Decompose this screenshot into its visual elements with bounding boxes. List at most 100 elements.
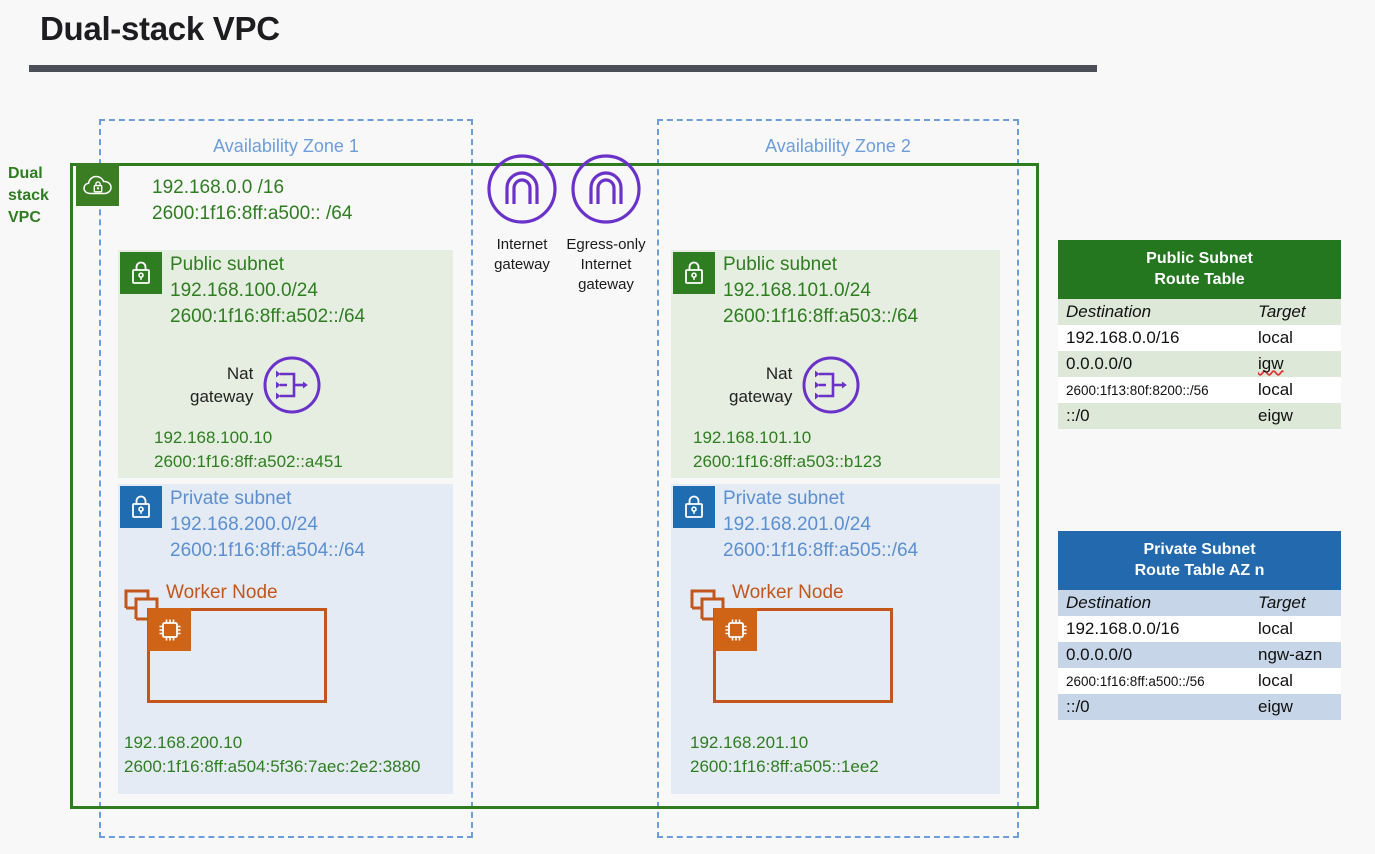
public-subnet-az2: Public subnet 192.168.101.0/24 2600:1f16… [671, 250, 1000, 478]
nat-gateway-az2-ipv4: 192.168.101.10 [693, 428, 812, 447]
worker-node-az1-addresses: 192.168.200.10 2600:1f16:8ff:a504:5f36:7… [124, 731, 453, 779]
vpc-cidr-ipv6: 2600:1f16:8ff:a500:: /64 [152, 203, 353, 224]
public-subnet-az1: Public subnet 192.168.100.0/24 2600:1f16… [118, 250, 453, 478]
public-subnet-az1-cidr-ipv4: 192.168.100.0/24 [170, 280, 318, 301]
private-route-table-caption: Private Subnet Route Table AZ n [1058, 531, 1341, 590]
private-subnet-az1-title: Private subnet [170, 488, 292, 509]
worker-node-cpu-icon [148, 608, 191, 651]
egress-only-internet-gateway-caption: Egress-only Internet gateway [561, 235, 651, 295]
vpc-cidr-block: 192.168.0.0 /16 2600:1f16:8ff:a500:: /64 [152, 175, 352, 227]
table-row: ::/0 eigw [1058, 403, 1341, 429]
private-subnet-az1-cidr-ipv6: 2600:1f16:8ff:a504::/64 [170, 540, 366, 561]
worker-node-cpu-icon [714, 608, 757, 651]
private-subnet-az1-cidr-ipv4: 192.168.200.0/24 [170, 514, 318, 535]
public-route-destination: ::/0 [1058, 403, 1250, 429]
vpc-cloud-lock-icon [76, 163, 119, 206]
nat-gateway-az2-label: Nat gateway [729, 362, 792, 408]
eigw-caption-line3: gateway [578, 276, 634, 293]
page-title: Dual-stack VPC [40, 10, 280, 47]
private-route-target: local [1250, 668, 1341, 694]
eigw-caption-line2: Internet [580, 256, 632, 273]
table-row: 2600:1f13:80f:8200::/56 local [1058, 377, 1341, 403]
private-subnet-az2-cidr-ipv6: 2600:1f16:8ff:a505::/64 [723, 540, 919, 561]
private-route-table-header-row: Destination Target [1058, 590, 1341, 616]
nat-gateway-az1-label-line2: gateway [190, 387, 254, 406]
internet-gateway-group[interactable]: Internet gateway [482, 152, 562, 275]
vpc-boundary [70, 163, 1039, 809]
public-route-target: local [1250, 325, 1341, 351]
worker-node-az2-addresses: 192.168.201.10 2600:1f16:8ff:a505::1ee2 [690, 731, 1000, 779]
worker-node-az1-ipv4: 192.168.200.10 [124, 733, 243, 752]
private-subnet-route-table: Private Subnet Route Table AZ n Destinat… [1058, 531, 1341, 720]
nat-gateway-icon[interactable] [261, 354, 323, 416]
internet-gateway-caption: Internet gateway [482, 235, 562, 275]
public-route-table-header-row: Destination Target [1058, 299, 1341, 325]
private-route-destination: 2600:1f16:8ff:a500::/56 [1058, 668, 1250, 694]
nat-gateway-az1-label-line1: Nat [226, 364, 254, 383]
vpc-cidr-ipv4: 192.168.0.0 /16 [152, 177, 285, 198]
worker-node-az2-ipv4: 192.168.201.10 [690, 733, 809, 752]
private-route-destination: ::/0 [1058, 694, 1250, 720]
public-route-target: local [1250, 377, 1341, 403]
private-subnet-az2: Private subnet 192.168.201.0/24 2600:1f1… [671, 484, 1000, 794]
nat-gateway-icon[interactable] [800, 354, 862, 416]
public-route-table-caption-line1: Public Subnet [1146, 250, 1253, 267]
public-route-destination: 192.168.0.0/16 [1058, 325, 1250, 351]
internet-gateway-caption-line2: gateway [494, 256, 550, 273]
nat-gateway-az2-label-line2: gateway [729, 387, 793, 406]
worker-node-az2-title: Worker Node [732, 582, 844, 603]
nat-gateway-az1-label: Nat gateway [190, 362, 253, 408]
public-subnet-az1-cidr-ipv6: 2600:1f16:8ff:a502::/64 [170, 306, 366, 327]
worker-node-stack-icon [124, 589, 159, 621]
private-subnet-az2-title: Private subnet [723, 488, 845, 509]
private-route-table-caption-line1: Private Subnet [1143, 541, 1256, 558]
worker-node-stack-icon [690, 589, 725, 621]
table-row: ::/0 eigw [1058, 694, 1341, 720]
worker-node-az2-ipv6: 2600:1f16:8ff:a505::1ee2 [690, 757, 879, 776]
worker-node-az2-box [713, 608, 893, 703]
availability-zone-1-label: Availability Zone 1 [213, 136, 359, 156]
nat-gateway-az1-ipv6: 2600:1f16:8ff:a502::a451 [154, 452, 343, 471]
worker-node-az1-title: Worker Node [166, 582, 278, 603]
public-route-table-caption-line2: Route Table [1154, 271, 1245, 288]
table-row: 2600:1f16:8ff:a500::/56 local [1058, 668, 1341, 694]
public-subnet-az2-cidr-ipv6: 2600:1f16:8ff:a503::/64 [723, 306, 919, 327]
public-subnet-az2-cidr-ipv4: 192.168.101.0/24 [723, 280, 871, 301]
private-route-target: local [1250, 616, 1341, 642]
internet-gateway-caption-line1: Internet [496, 236, 548, 253]
private-route-destination: 192.168.0.0/16 [1058, 616, 1250, 642]
private-route-table-header-target: Target [1250, 590, 1341, 616]
public-route-table-caption: Public Subnet Route Table [1058, 240, 1341, 299]
table-row: 0.0.0.0/0 igw [1058, 351, 1341, 377]
worker-node-az1-box [147, 608, 327, 703]
availability-zone-1-container [99, 119, 473, 838]
public-route-table-header-target: Target [1250, 299, 1341, 325]
public-subnet-lock-icon [673, 252, 715, 294]
nat-gateway-az2-addresses: 192.168.101.10 2600:1f16:8ff:a503::b123 [693, 426, 1000, 474]
table-row: 192.168.0.0/16 local [1058, 616, 1341, 642]
public-subnet-lock-icon [120, 252, 162, 294]
private-subnet-az2-cidr-ipv4: 192.168.201.0/24 [723, 514, 871, 535]
private-route-table-caption-line2: Route Table AZ n [1134, 562, 1265, 579]
public-subnet-az1-title: Public subnet [170, 254, 285, 275]
table-row: 0.0.0.0/0 ngw-azn [1058, 642, 1341, 668]
public-route-destination: 2600:1f13:80f:8200::/56 [1058, 377, 1250, 403]
private-subnet-az1: Private subnet 192.168.200.0/24 2600:1f1… [118, 484, 453, 794]
egress-only-internet-gateway-group[interactable]: Egress-only Internet gateway [561, 152, 651, 295]
private-subnet-lock-icon [673, 486, 715, 528]
private-subnet-lock-icon [120, 486, 162, 528]
public-subnet-az2-title: Public subnet [723, 254, 838, 275]
public-route-table-header-destination: Destination [1058, 299, 1250, 325]
availability-zone-2-label: Availability Zone 2 [765, 136, 911, 156]
internet-gateway-icon [487, 154, 557, 224]
public-route-destination: 0.0.0.0/0 [1058, 351, 1250, 377]
egress-only-internet-gateway-icon [571, 154, 641, 224]
private-route-target: eigw [1250, 694, 1341, 720]
nat-gateway-az1-addresses: 192.168.100.10 2600:1f16:8ff:a502::a451 [154, 426, 453, 474]
public-route-target: eigw [1250, 403, 1341, 429]
private-route-destination: 0.0.0.0/0 [1058, 642, 1250, 668]
eigw-caption-line1: Egress-only [566, 236, 646, 253]
public-route-target: igw [1250, 351, 1341, 377]
private-route-table-header-destination: Destination [1058, 590, 1250, 616]
